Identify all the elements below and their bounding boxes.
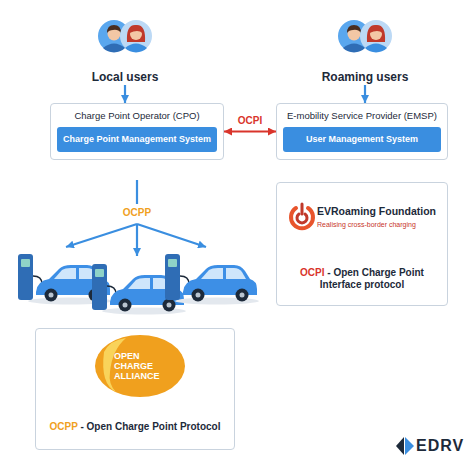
user-avatars bbox=[338, 20, 392, 52]
charging-car bbox=[165, 254, 259, 305]
ocpp-wiring bbox=[137, 224, 206, 247]
connector-arrow bbox=[364, 85, 366, 103]
system-box: User Management System bbox=[283, 127, 441, 152]
system-box: Charge Point Management System bbox=[57, 127, 217, 152]
operator-box: Charge Point Operator (CPO) Charge Point … bbox=[50, 103, 224, 160]
node-label: User Management System bbox=[287, 134, 437, 145]
charging-car bbox=[165, 254, 259, 305]
ocpp-wiring bbox=[136, 224, 138, 256]
ocpp-wiring bbox=[66, 224, 137, 247]
evroaming-logo bbox=[301, 204, 304, 214]
node-label: E-mobility Service Provider (EMSP) bbox=[283, 110, 441, 122]
node-label: Local users bbox=[92, 70, 159, 84]
node-label: Charge Point Management System bbox=[61, 134, 213, 145]
node-label: OPEN CHARGE ALLIANCE bbox=[114, 351, 176, 381]
user-avatars bbox=[360, 20, 392, 52]
protocol-panel: OPEN CHARGE ALLIANCE OCPP - Open Charge P… bbox=[35, 328, 235, 450]
edrv-logo-mark bbox=[396, 437, 414, 455]
node-label: Realising cross-border charging bbox=[317, 220, 444, 229]
oca-logo bbox=[95, 335, 185, 397]
protocol-panel: EVRoaming FoundationRealising cross-bord… bbox=[276, 182, 448, 306]
node-label: OCPP - Open Charge Point Protocol bbox=[41, 421, 229, 433]
edrv-logo-mark bbox=[396, 437, 404, 455]
node-label: OCPI - Open Charge Point Interface proto… bbox=[287, 267, 437, 291]
connector-arrow bbox=[224, 130, 276, 132]
edrv-logo-mark bbox=[405, 437, 414, 455]
connector-arrow bbox=[124, 85, 126, 103]
user-avatars bbox=[120, 20, 152, 52]
edge-label: OCPI bbox=[236, 115, 264, 127]
oca-logo bbox=[95, 335, 185, 397]
evroaming-logo bbox=[291, 204, 313, 228]
ocpp-wiring bbox=[66, 180, 206, 256]
node-label: Charge Point Operator (CPO) bbox=[57, 110, 217, 122]
ocpp-wiring bbox=[136, 180, 138, 204]
user-group: Roaming users bbox=[310, 14, 420, 84]
protocol-label: OCPP bbox=[112, 206, 162, 220]
node-label: Roaming users bbox=[322, 70, 409, 84]
brand-logo: EDRV bbox=[416, 436, 464, 455]
provider-box: E-mobility Service Provider (EMSP) User M… bbox=[276, 103, 448, 160]
user-avatars bbox=[98, 20, 152, 52]
node-label: EVRoaming Foundation bbox=[317, 205, 444, 218]
user-group: Local users bbox=[70, 14, 180, 84]
